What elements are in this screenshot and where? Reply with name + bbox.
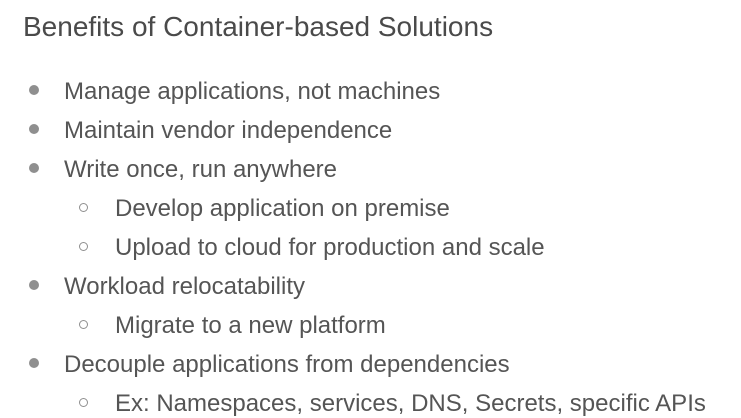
hollow-circle-bullet-icon [73, 228, 93, 267]
filled-dot-bullet-icon [24, 150, 44, 189]
bullet-text: Write once, run anywhere [64, 156, 338, 183]
bullet-item: Manage applications, not machines [0, 72, 741, 111]
filled-dot-bullet-icon [24, 111, 44, 150]
sub-bullet-item: Ex: Namespaces, services, DNS, Secrets, … [0, 384, 741, 418]
bullet-item: Workload relocatability [0, 267, 741, 306]
sub-bullet-text: Ex: Namespaces, services, DNS, Secrets, … [115, 390, 706, 417]
bullet-text: Decouple applications from dependencies [64, 351, 510, 378]
sub-bullet-text: Develop application on premise [115, 195, 450, 222]
hollow-circle-bullet-icon [73, 384, 93, 418]
slide-title: Benefits of Container-based Solutions [23, 11, 494, 42]
hollow-circle-bullet-icon [73, 306, 93, 345]
sub-bullet-item: Upload to cloud for production and scale [0, 228, 741, 267]
filled-dot-bullet-icon [24, 267, 44, 306]
bullet-item: Maintain vendor independence [0, 111, 741, 150]
sub-bullet-item: Develop application on premise [0, 189, 741, 228]
filled-dot-bullet-icon [24, 345, 44, 384]
bullet-list: Manage applications, not machines Mainta… [0, 72, 741, 418]
bullet-item: Write once, run anywhere [0, 150, 741, 189]
bullet-item: Decouple applications from dependencies [0, 345, 741, 384]
sub-bullet-item: Migrate to a new platform [0, 306, 741, 345]
sub-bullet-text: Upload to cloud for production and scale [115, 234, 545, 261]
sub-bullet-text: Migrate to a new platform [115, 312, 386, 339]
filled-dot-bullet-icon [24, 72, 44, 111]
bullet-text: Maintain vendor independence [64, 117, 393, 144]
bullet-text: Workload relocatability [64, 273, 305, 300]
bullet-text: Manage applications, not machines [64, 78, 441, 105]
hollow-circle-bullet-icon [73, 189, 93, 228]
